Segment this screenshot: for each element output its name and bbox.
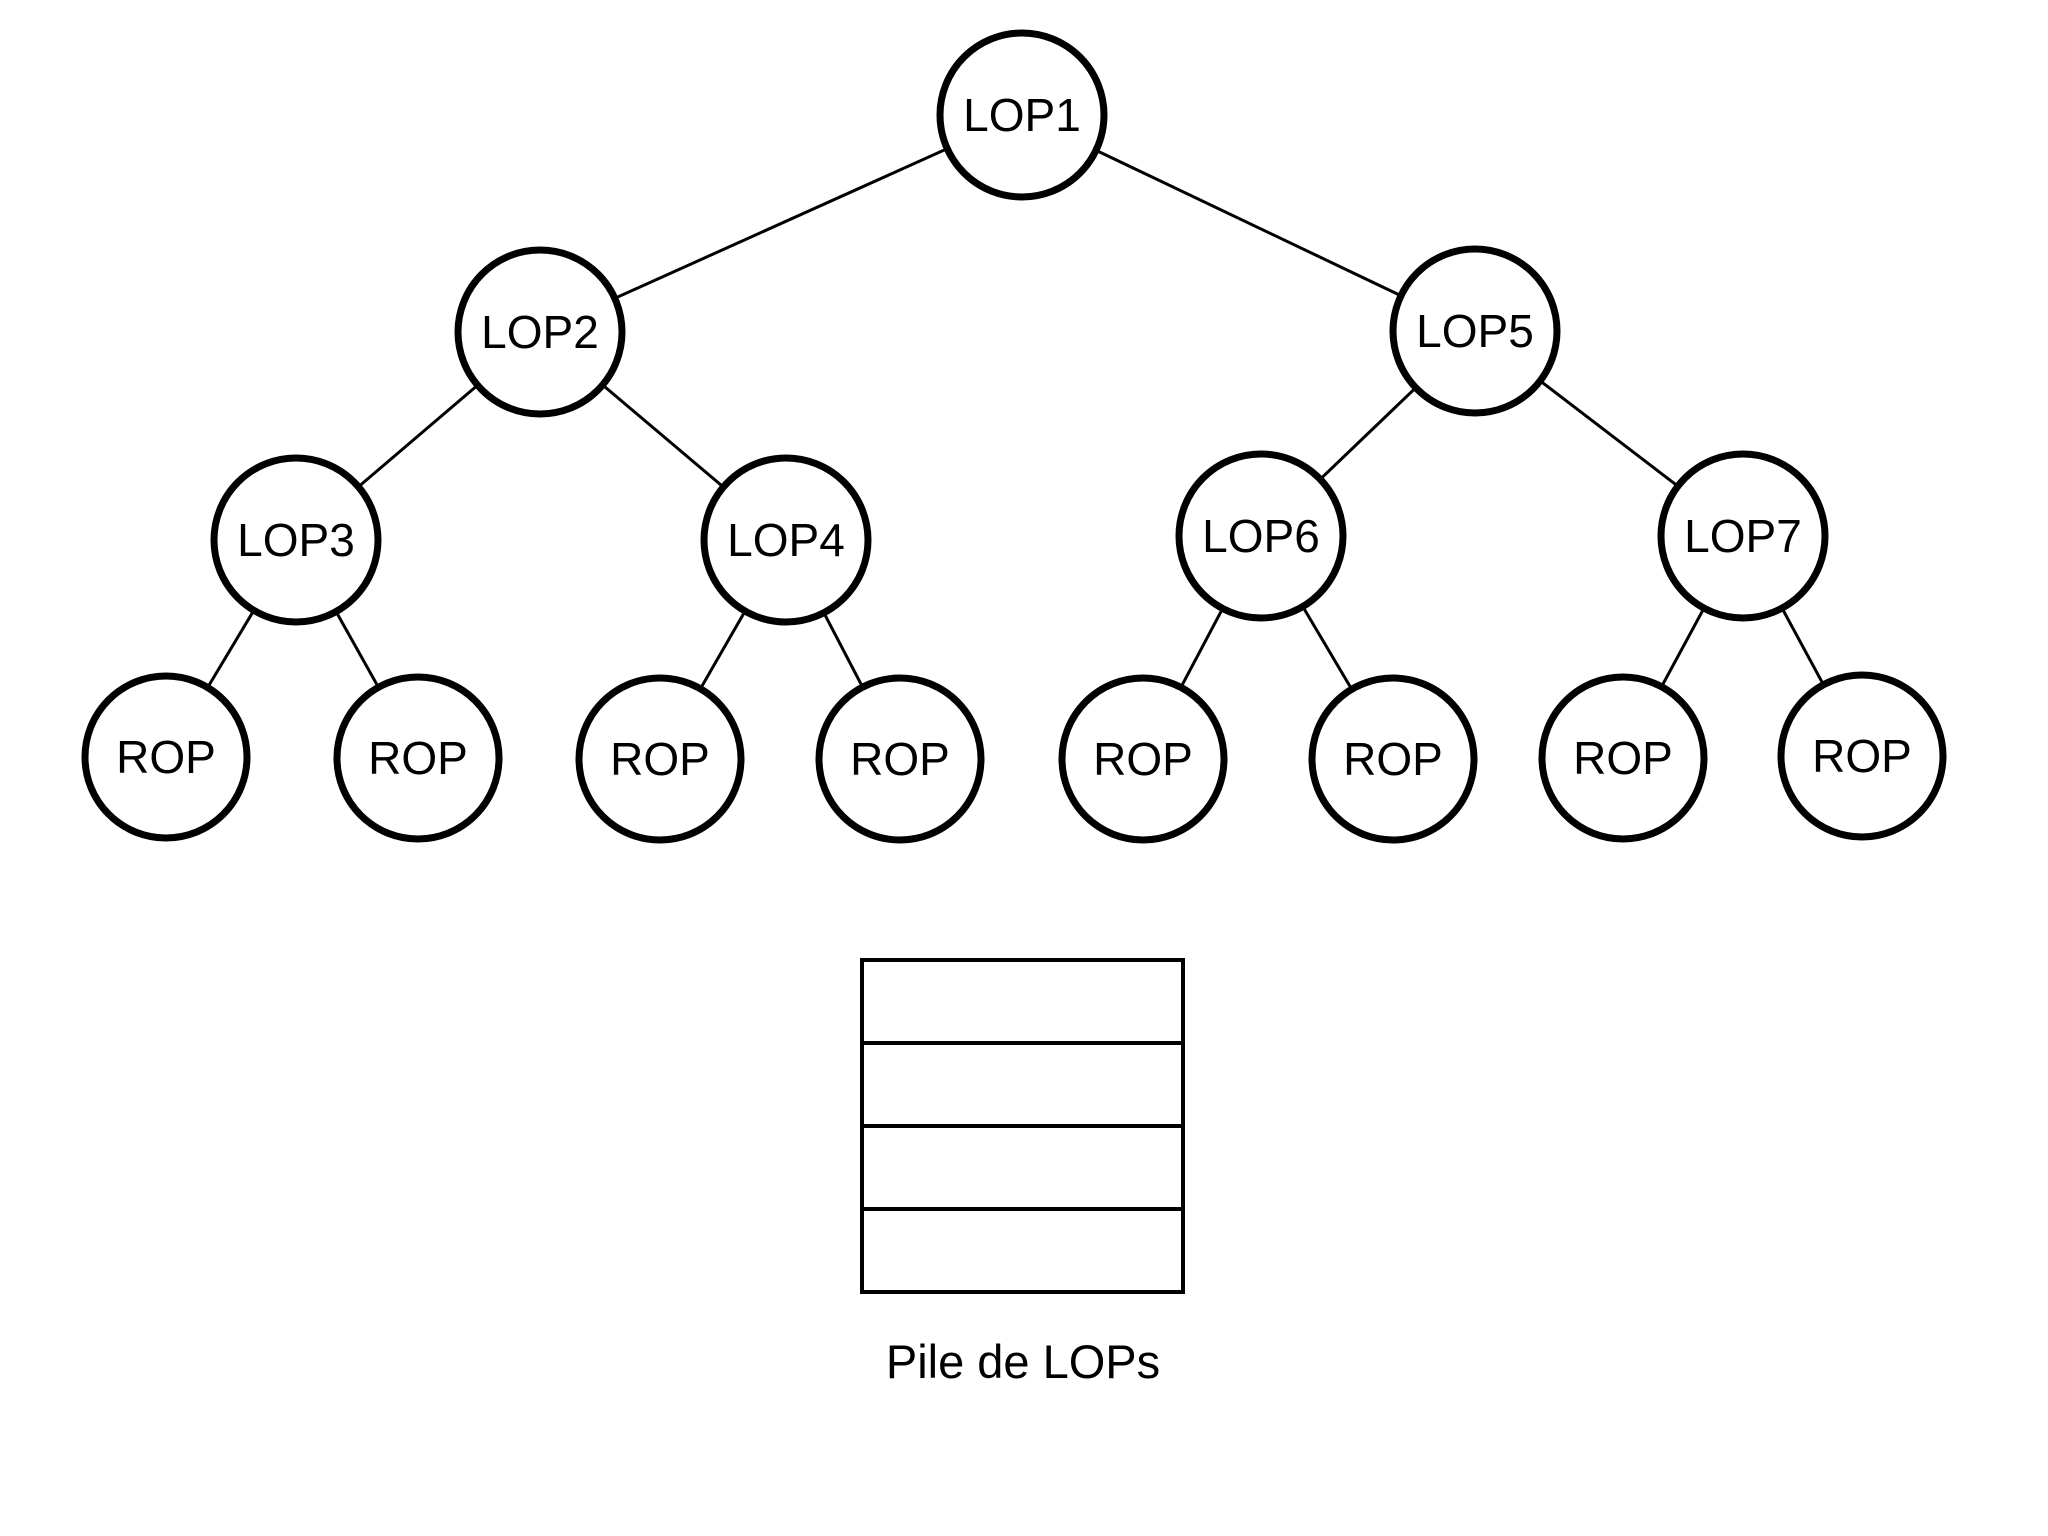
- node-label: LOP4: [727, 514, 845, 566]
- node-label: LOP5: [1416, 305, 1534, 357]
- node-circle: [575, 674, 745, 844]
- node-label: LOP6: [1202, 510, 1320, 562]
- node-circle: [700, 454, 872, 626]
- tree-node-rop4: ROP: [815, 674, 985, 844]
- node-label: ROP: [610, 733, 710, 785]
- tree-node-rop3: ROP: [575, 674, 745, 844]
- node-circle: [454, 246, 626, 418]
- node-circle: [333, 673, 503, 843]
- tree-node-lop2: LOP2: [454, 246, 626, 418]
- node-circle: [936, 29, 1108, 201]
- tree-node-rop5: ROP: [1058, 674, 1228, 844]
- node-circle: [81, 672, 251, 842]
- lop-stack: Pile de LOPs: [860, 958, 1185, 1388]
- tree-nodes: LOP1 LOP2 LOP5 LOP3 LOP4 LOP6: [81, 29, 1947, 844]
- node-label: ROP: [1573, 732, 1673, 784]
- node-label: LOP1: [963, 89, 1081, 141]
- node-circle: [1175, 450, 1347, 622]
- tree-node-rop6: ROP: [1308, 674, 1478, 844]
- tree-node-rop1: ROP: [81, 672, 251, 842]
- tree-node-lop7: LOP7: [1657, 450, 1829, 622]
- node-label: LOP2: [481, 306, 599, 358]
- node-label: ROP: [116, 731, 216, 783]
- node-label: ROP: [1343, 733, 1443, 785]
- node-label: ROP: [368, 732, 468, 784]
- node-label: LOP7: [1684, 510, 1802, 562]
- node-label: LOP3: [237, 514, 355, 566]
- tree-node-lop3: LOP3: [210, 454, 382, 626]
- node-circle: [1058, 674, 1228, 844]
- tree-node-lop6: LOP6: [1175, 450, 1347, 622]
- node-circle: [1777, 671, 1947, 841]
- tree-node-lop1: LOP1: [936, 29, 1108, 201]
- node-circle: [1308, 674, 1478, 844]
- node-circle: [1389, 245, 1561, 417]
- node-circle: [1657, 450, 1829, 622]
- tree-node-rop8: ROP: [1777, 671, 1947, 841]
- node-label: ROP: [1093, 733, 1193, 785]
- node-circle: [210, 454, 382, 626]
- node-circle: [1538, 673, 1708, 843]
- edge-lop1-lop2: [539, 113, 1023, 334]
- tree-edges: [164, 113, 1864, 760]
- tree-node-rop2: ROP: [333, 673, 503, 843]
- node-label: ROP: [1812, 730, 1912, 782]
- node-circle: [815, 674, 985, 844]
- tree-node-rop7: ROP: [1538, 673, 1708, 843]
- node-label: ROP: [850, 733, 950, 785]
- stack-caption: Pile de LOPs: [886, 1335, 1160, 1388]
- tree-node-lop5: LOP5: [1389, 245, 1561, 417]
- tree-node-lop4: LOP4: [700, 454, 872, 626]
